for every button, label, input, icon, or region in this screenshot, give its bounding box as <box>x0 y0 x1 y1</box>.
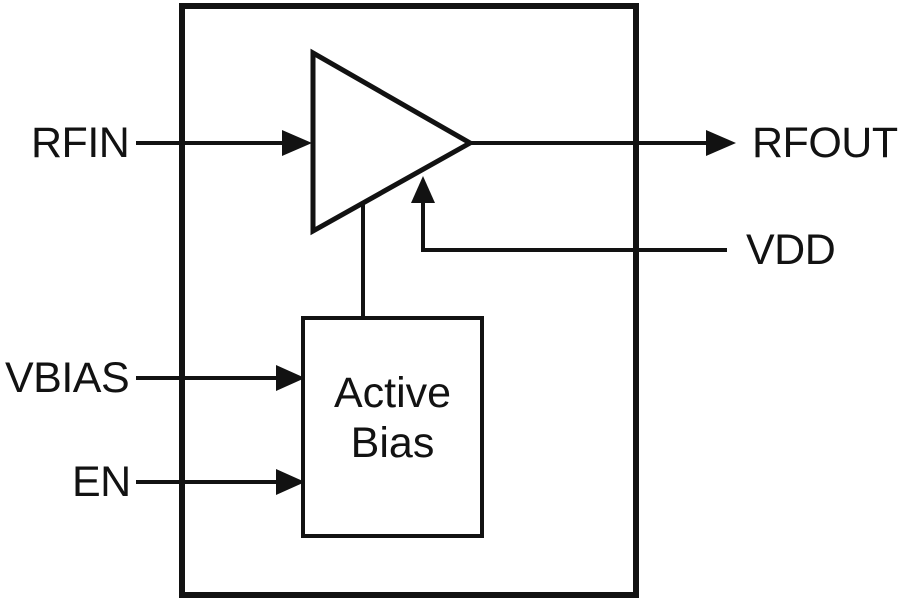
vdd-wire <box>421 186 727 252</box>
active-bias-label: Active Bias <box>303 368 482 469</box>
pin-label-rfout: RFOUT <box>752 119 898 167</box>
package-boundary-rect <box>179 3 639 598</box>
pin-label-rfin: RFIN <box>31 119 130 167</box>
vbias-arrow-icon <box>276 365 305 391</box>
rfin-arrow-icon <box>282 130 312 156</box>
active-bias-rect <box>301 316 484 538</box>
en-arrow-icon <box>276 469 305 495</box>
pin-label-en: EN <box>72 458 131 506</box>
pin-label-vbias: VBIAS <box>5 354 130 402</box>
active-bias-label-line1: Active <box>333 369 452 417</box>
rfout-arrow-icon <box>706 130 736 156</box>
pin-label-vdd: VDD <box>746 226 836 274</box>
vdd-arrow-icon <box>411 176 435 203</box>
active-bias-label-line2: Bias <box>350 419 435 468</box>
amplifier-triangle <box>310 48 476 236</box>
